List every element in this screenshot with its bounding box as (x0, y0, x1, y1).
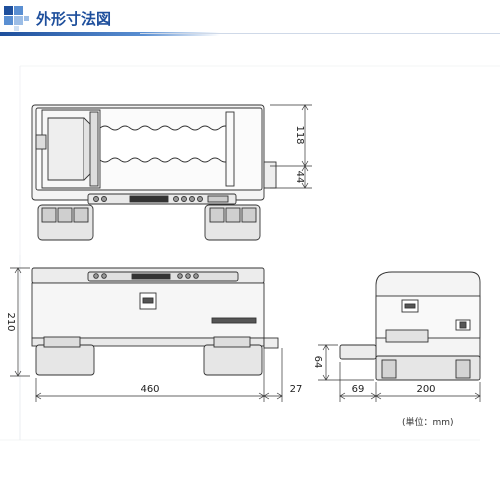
grid-lines (0, 65, 500, 441)
blue-squares-icon (4, 6, 30, 32)
dim-top-height-lower: 44 (294, 171, 305, 184)
side-view-dimension-lines (318, 344, 481, 402)
side-view (339, 271, 481, 381)
dim-side-depth: 200 (416, 384, 435, 395)
dim-side-tray-height: 64 (312, 356, 323, 369)
dim-top-height-upper: 118 (294, 125, 305, 144)
dim-front-width: 460 (140, 384, 159, 395)
dim-front-offset: 27 (290, 384, 303, 395)
header-rule (140, 33, 500, 34)
unit-note: (単位：mm) (402, 418, 454, 428)
dim-side-tray-depth: 69 (352, 384, 365, 395)
page-title: 外形寸法図 (36, 10, 112, 28)
top-view (31, 104, 277, 241)
front-view (31, 267, 279, 376)
title-underline (0, 32, 220, 36)
top-view-dimension-lines (270, 104, 312, 189)
dim-front-height: 210 (5, 312, 16, 331)
page-header: 外形寸法図 (0, 0, 500, 42)
front-view-dimension-lines (10, 267, 283, 402)
